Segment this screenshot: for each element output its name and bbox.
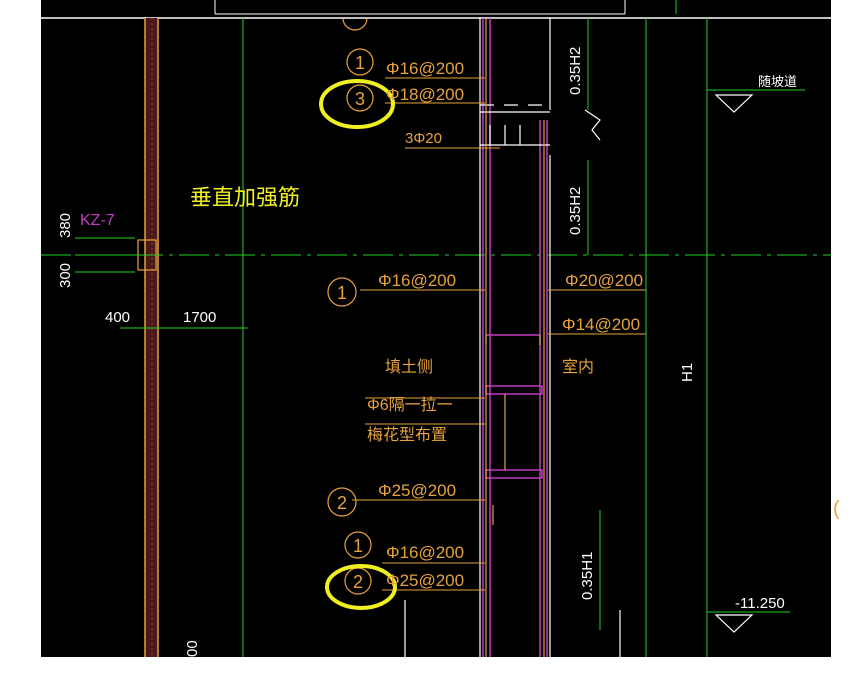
tie-note-line2: 梅花型布置 xyxy=(367,426,447,444)
highlight-ellipses xyxy=(319,79,397,610)
bubble-1-mid: 1 xyxy=(337,283,347,303)
indoor-label: 室内 xyxy=(562,358,594,376)
bubble-2-mid: 2 xyxy=(337,493,347,513)
rebar-label-1-top: Φ16@200 xyxy=(386,59,464,78)
ramp-label: 随坡道 xyxy=(758,74,797,89)
elevation-markers xyxy=(714,94,754,633)
fill-side-label: 填土侧 xyxy=(385,358,433,376)
dim-035h1: 0.35H1 xyxy=(579,552,596,600)
rebar-label-1-mid: Φ16@200 xyxy=(378,271,456,290)
rebar-label-2-mid: Φ25@200 xyxy=(378,481,456,500)
elevation-bottom: -11.250 xyxy=(735,595,785,612)
dim-400: 400 xyxy=(105,309,130,326)
wall-outline xyxy=(482,18,548,657)
top-strip xyxy=(41,0,831,31)
dim-300: 300 xyxy=(57,263,74,288)
bubble-1-top: 1 xyxy=(355,53,365,73)
highlight-rebar-2 xyxy=(325,564,397,610)
callout-bubbles xyxy=(327,48,374,595)
wall-frame xyxy=(404,18,621,657)
dim-bottom: 00 xyxy=(184,640,201,657)
dim-1700: 1700 xyxy=(183,309,216,326)
column-kz7 xyxy=(137,18,159,657)
column-label: KZ-7 xyxy=(80,212,115,229)
rebar-label-20: Φ20@200 xyxy=(565,271,643,290)
bubble-1-bot: 1 xyxy=(353,536,363,556)
dim-380: 380 xyxy=(57,213,74,238)
partial-paren: ( xyxy=(833,498,840,520)
bubble-3-top: 3 xyxy=(355,89,365,109)
rebar-label-1-bot: Φ16@200 xyxy=(386,543,464,562)
rebar-label-3-top: Φ18@200 xyxy=(386,85,464,104)
rebar-label-2-bot: Φ25@200 xyxy=(386,571,464,590)
dim-035h2-top: 0.35H2 xyxy=(567,47,584,95)
h1-label: H1 xyxy=(679,363,696,382)
dim-035h2-mid: 0.35H2 xyxy=(567,187,584,235)
top-bars-label: 3Φ20 xyxy=(405,130,442,147)
leader-lines xyxy=(352,77,646,591)
grid-lines xyxy=(41,18,831,657)
bubble-2-bot: 2 xyxy=(353,572,363,592)
wall-rebar xyxy=(485,18,545,657)
rebar-label-14: Φ14@200 xyxy=(562,315,640,334)
dimension-lines xyxy=(75,18,805,630)
tie-note-line1: Φ6隔一拉一 xyxy=(367,396,453,414)
vertical-rebar-note: 垂直加强筋 xyxy=(190,186,300,211)
highlight-rebar-3 xyxy=(319,79,395,129)
